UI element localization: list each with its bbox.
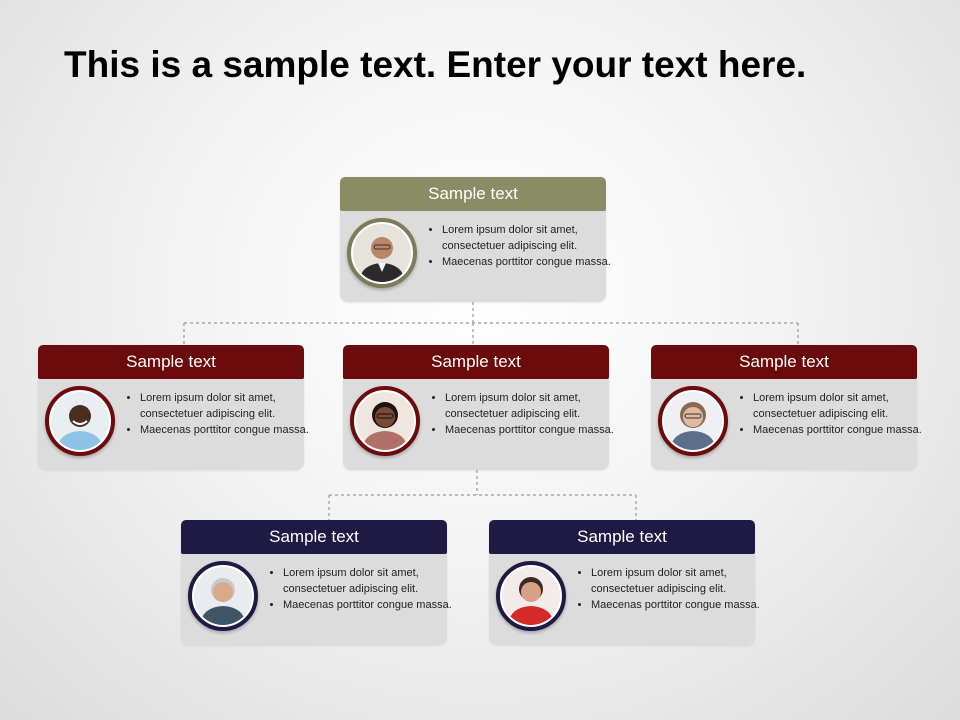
card-header: Sample text [651,345,917,379]
bullet-text: Lorem ipsum dolor sit amet, consectetuer… [445,390,621,422]
org-card-left: Sample text Lorem ipsum dolor sit amet, … [38,345,309,470]
person-avatar [350,386,420,456]
person-icon [353,224,411,282]
bullet-text: Lorem ipsum dolor sit amet, consectetuer… [442,222,618,254]
person-icon [194,567,252,625]
slide-title: This is a sample text. Enter your text h… [64,44,807,85]
org-card-root: Sample text Lorem ipsum dolor sit amet, … [340,177,611,302]
org-card-bottom-right: Sample text Lorem ipsum dolor sit amet, … [489,520,760,645]
bullet-text: Maecenas porttitor congue massa. [753,422,929,438]
card-header: Sample text [181,520,447,554]
bullet-text: Lorem ipsum dolor sit amet, consectetuer… [283,565,459,597]
person-avatar [188,561,258,631]
card-header: Sample text [340,177,606,211]
person-icon [51,392,109,450]
card-header: Sample text [489,520,755,554]
person-icon [356,392,414,450]
person-avatar [347,218,417,288]
bullet-text: Maecenas porttitor congue massa. [442,254,618,270]
person-avatar [658,386,728,456]
bullet-text: Lorem ipsum dolor sit amet, consectetuer… [591,565,767,597]
bullet-text: Lorem ipsum dolor sit amet, consectetuer… [753,390,929,422]
card-header: Sample text [343,345,609,379]
person-icon [502,567,560,625]
person-icon [664,392,722,450]
bullet-text: Maecenas porttitor congue massa. [140,422,316,438]
org-card-bottom-left: Sample text Lorem ipsum dolor sit amet, … [181,520,452,645]
bullet-text: Lorem ipsum dolor sit amet, consectetuer… [140,390,316,422]
person-avatar [45,386,115,456]
org-card-center: Sample text Lorem ipsum dolor sit amet, … [343,345,614,470]
org-card-right: Sample text Lorem ipsum dolor sit amet, … [651,345,922,470]
person-avatar [496,561,566,631]
bullet-text: Maecenas porttitor congue massa. [445,422,621,438]
bullet-text: Maecenas porttitor congue massa. [283,597,459,613]
card-header: Sample text [38,345,304,379]
bullet-text: Maecenas porttitor congue massa. [591,597,767,613]
